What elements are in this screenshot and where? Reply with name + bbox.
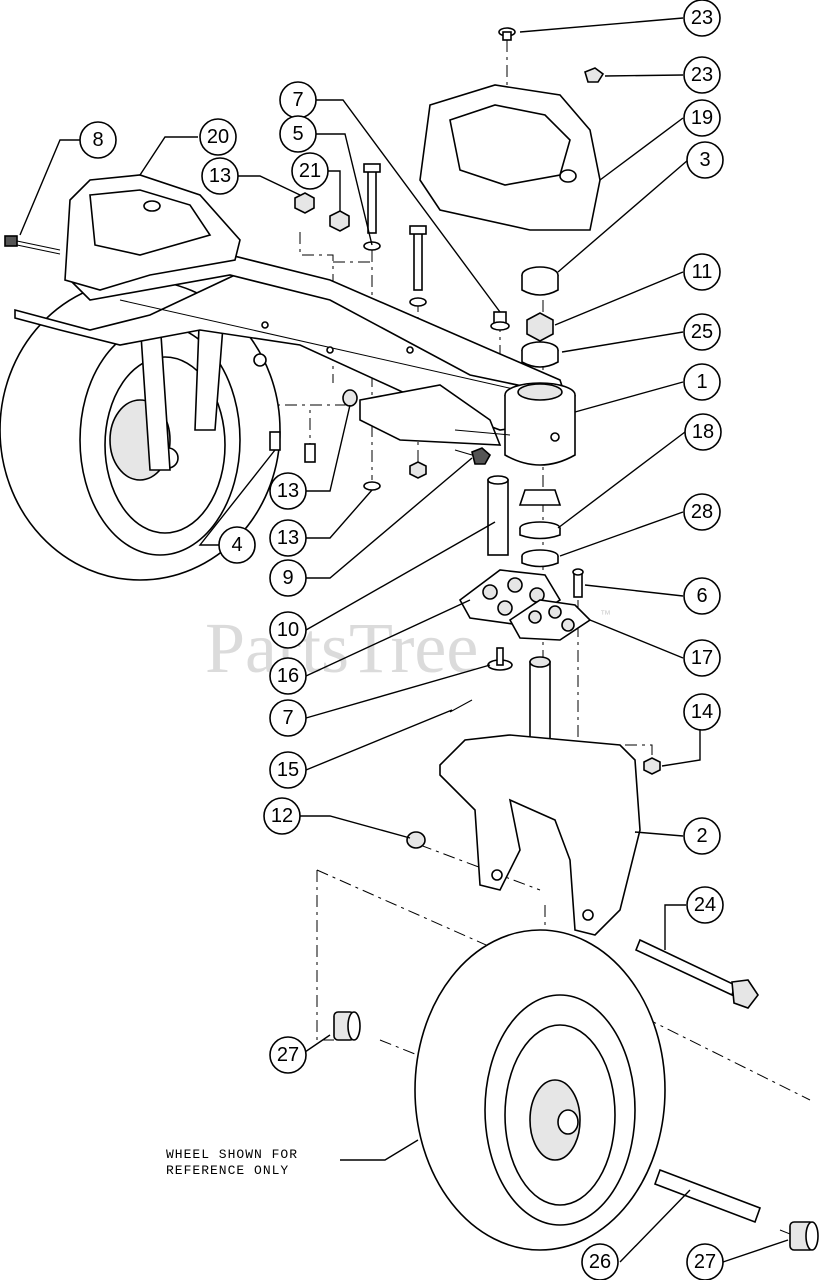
bearing-cup-18 bbox=[519, 521, 561, 540]
spacer-12 bbox=[406, 831, 426, 849]
callout-13-bottom: 13 bbox=[269, 519, 307, 557]
callout-23-top: 23 bbox=[683, 0, 721, 37]
screw-23-top bbox=[498, 27, 516, 41]
svg-text:24: 24 bbox=[694, 894, 716, 916]
callout-26: 26 bbox=[581, 1243, 619, 1280]
spacer-tube-10 bbox=[487, 475, 509, 556]
callout-19: 19 bbox=[683, 99, 721, 137]
svg-text:27: 27 bbox=[694, 1251, 716, 1273]
bolt-9 bbox=[454, 447, 492, 465]
svg-text:7: 7 bbox=[292, 89, 303, 111]
callout-27-left: 27 bbox=[269, 1036, 307, 1074]
seal-28 bbox=[521, 549, 559, 568]
svg-text:17: 17 bbox=[691, 647, 713, 669]
svg-text:14: 14 bbox=[691, 701, 713, 723]
spacer-27-right bbox=[789, 1221, 819, 1251]
svg-text:25: 25 bbox=[691, 321, 713, 343]
callout-27-right: 27 bbox=[686, 1243, 724, 1280]
callout-6: 6 bbox=[683, 577, 721, 615]
callout-4: 4 bbox=[218, 526, 256, 564]
bolt-8 bbox=[4, 235, 61, 255]
svg-text:18: 18 bbox=[692, 421, 714, 443]
svg-text:11: 11 bbox=[692, 261, 713, 283]
callout-11: 11 bbox=[683, 253, 721, 291]
note-line-1: WHEEL SHOWN FOR bbox=[166, 1147, 298, 1162]
svg-text:21: 21 bbox=[299, 160, 321, 182]
svg-text:13: 13 bbox=[209, 165, 231, 187]
caster-fork-2 bbox=[439, 656, 641, 936]
svg-text:4: 4 bbox=[231, 534, 242, 556]
svg-text:7: 7 bbox=[282, 707, 293, 729]
callout-17: 17 bbox=[683, 639, 721, 677]
callout-13-middle: 13 bbox=[269, 472, 307, 510]
callout-18: 18 bbox=[684, 413, 722, 451]
callout-16: 16 bbox=[269, 657, 307, 695]
svg-text:1: 1 bbox=[696, 371, 707, 393]
svg-text:8: 8 bbox=[92, 129, 103, 151]
svg-text:23: 23 bbox=[691, 7, 713, 29]
callout-2: 2 bbox=[683, 817, 721, 855]
callout-15: 15 bbox=[269, 751, 307, 789]
castle-nut-11 bbox=[526, 312, 554, 342]
top-cover bbox=[419, 84, 601, 231]
cotter-pin-15 bbox=[449, 699, 473, 713]
svg-text:9: 9 bbox=[282, 567, 293, 589]
callout-28: 28 bbox=[683, 493, 721, 531]
svg-text:16: 16 bbox=[277, 665, 299, 687]
callout-7-bottom: 7 bbox=[269, 699, 307, 737]
callout-7-top: 7 bbox=[279, 81, 317, 119]
callout-9: 9 bbox=[269, 559, 307, 597]
callout-3: 3 bbox=[686, 141, 724, 179]
callout-14: 14 bbox=[683, 693, 721, 731]
svg-text:20: 20 bbox=[207, 126, 229, 148]
callout-8: 8 bbox=[79, 121, 117, 159]
callout-23-side: 23 bbox=[683, 56, 721, 94]
pin-6 bbox=[572, 568, 584, 598]
svg-text:5: 5 bbox=[292, 123, 303, 145]
svg-text:26: 26 bbox=[589, 1251, 611, 1273]
note-leader bbox=[340, 1139, 419, 1161]
bearing-25 bbox=[521, 341, 559, 368]
left-pivot-cover bbox=[64, 174, 241, 291]
trademark-mark: ™ bbox=[600, 609, 611, 621]
axle-tube-26 bbox=[653, 1168, 762, 1224]
svg-text:10: 10 bbox=[277, 619, 299, 641]
spacer-27-left bbox=[333, 1011, 361, 1041]
callout-20: 20 bbox=[199, 118, 237, 156]
callout-10: 10 bbox=[269, 611, 307, 649]
svg-text:23: 23 bbox=[691, 64, 713, 86]
right-caster-wheel bbox=[414, 929, 666, 1251]
frame-hardware bbox=[269, 163, 510, 491]
partstree-watermark: PartsTree bbox=[205, 608, 478, 688]
dust-cap-3 bbox=[521, 266, 559, 296]
callout-1: 1 bbox=[683, 363, 721, 401]
callout-12: 12 bbox=[263, 797, 301, 835]
callout-5: 5 bbox=[279, 115, 317, 153]
svg-text:15: 15 bbox=[277, 759, 299, 781]
screw-23-side bbox=[584, 67, 605, 83]
svg-text:13: 13 bbox=[277, 480, 299, 502]
callout-21: 21 bbox=[291, 152, 329, 190]
svg-text:2: 2 bbox=[696, 825, 707, 847]
nut-14 bbox=[643, 757, 661, 775]
svg-text:27: 27 bbox=[277, 1044, 299, 1066]
svg-text:28: 28 bbox=[691, 501, 713, 523]
svg-text:12: 12 bbox=[271, 805, 293, 827]
pin-7-lower bbox=[487, 647, 513, 671]
leader-lines bbox=[19, 17, 789, 1263]
note-line-2: REFERENCE ONLY bbox=[166, 1163, 289, 1178]
bearing-cone bbox=[518, 489, 562, 506]
pivot-yoke bbox=[359, 382, 576, 466]
callout-25: 25 bbox=[683, 313, 721, 351]
svg-text:6: 6 bbox=[696, 585, 707, 607]
svg-text:3: 3 bbox=[699, 149, 710, 171]
axle-bolt-24 bbox=[634, 938, 759, 1009]
svg-text:13: 13 bbox=[277, 527, 299, 549]
svg-text:19: 19 bbox=[691, 107, 713, 129]
callout-13-top: 13 bbox=[201, 157, 239, 195]
callout-24: 24 bbox=[686, 886, 724, 924]
